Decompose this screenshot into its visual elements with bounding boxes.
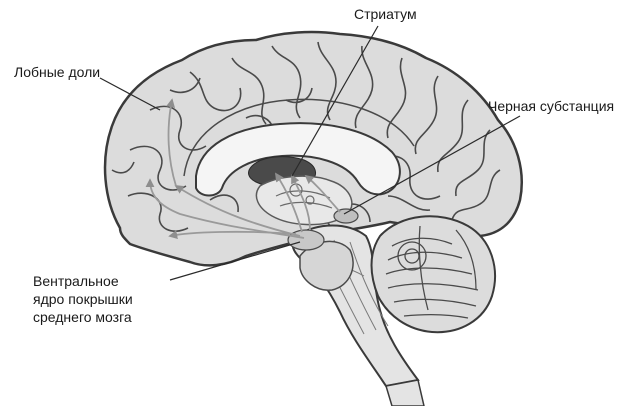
cerebellar-folia (385, 225, 479, 319)
leader-lines (99, 25, 521, 281)
substantia-nigra-region (333, 208, 359, 224)
label-vta-line1: Вентральное (33, 273, 119, 289)
label-vta-line3: среднего мозга (33, 309, 132, 325)
leader-striatum (291, 25, 379, 177)
spinal-cord (385, 379, 425, 406)
cingulate-sulcus (183, 98, 415, 177)
dopamine-pathways (145, 98, 341, 240)
leader-frontal (99, 77, 161, 111)
leader-vta (169, 241, 301, 281)
label-vta-line2: ядро покрышки (33, 291, 133, 307)
leader-substantia (343, 115, 521, 215)
label-ventral-tegmental-area: Вентральное ядро покрышки среднего мозга (33, 272, 133, 326)
label-frontal-lobes: Лобные доли (14, 64, 101, 80)
label-striatum: Стриатум (354, 6, 417, 22)
label-substantia-nigra: Черная субстанция (488, 98, 615, 114)
corpus-callosum (195, 122, 401, 197)
